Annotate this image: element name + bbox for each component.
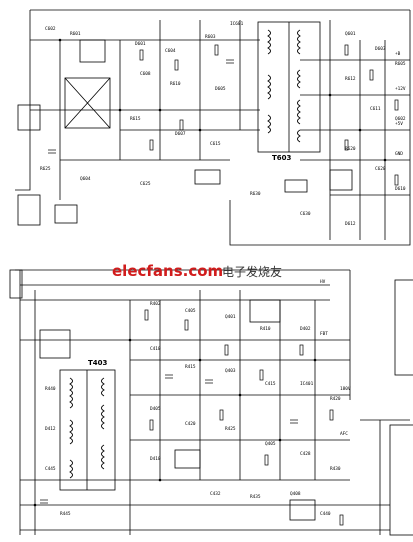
component-label: D402 bbox=[300, 326, 311, 332]
net-label: FBT bbox=[320, 331, 328, 337]
component-label: Q601 bbox=[345, 31, 356, 37]
component-label: C432 bbox=[210, 491, 221, 497]
component-label: Q403 bbox=[225, 368, 236, 374]
t603-coils bbox=[267, 29, 301, 143]
component-label: R430 bbox=[330, 466, 341, 472]
component-label: D410 bbox=[150, 456, 161, 462]
component-label: R435 bbox=[250, 494, 261, 500]
net-label: HV bbox=[320, 279, 326, 285]
transformer-t403-label: T403 bbox=[88, 359, 108, 367]
component-label: D610 bbox=[395, 186, 406, 192]
net-label: +12V bbox=[395, 86, 406, 92]
net-label: +B bbox=[395, 51, 401, 57]
net-label: AFC bbox=[340, 431, 348, 437]
component-label: D603 bbox=[375, 46, 386, 52]
component-label: R601 bbox=[70, 31, 81, 37]
component-label: R612 bbox=[345, 76, 356, 82]
junction-dots bbox=[33, 38, 387, 507]
component-label: D412 bbox=[45, 426, 56, 432]
net-label: 180V bbox=[340, 386, 351, 392]
component-label: C410 bbox=[150, 346, 161, 352]
upper-schematic bbox=[15, 9, 411, 246]
component-label: D405 bbox=[150, 406, 161, 412]
component-label: R440 bbox=[45, 386, 56, 392]
component-label: R415 bbox=[185, 364, 196, 370]
component-label: R420 bbox=[330, 396, 341, 402]
transformer-t603-label: T603 bbox=[272, 154, 292, 162]
component-label: C420 bbox=[185, 421, 196, 427]
component-label: IC601 bbox=[230, 21, 244, 27]
t403-coils bbox=[69, 377, 105, 479]
component-label: D601 bbox=[135, 41, 146, 47]
component-label: C620 bbox=[375, 166, 386, 172]
component-label: C415 bbox=[265, 381, 276, 387]
net-label: GND bbox=[395, 151, 403, 157]
component-label: Q602 bbox=[395, 116, 406, 122]
watermark-site-text: elecfans.com bbox=[112, 262, 223, 280]
component-label: C608 bbox=[140, 71, 151, 77]
component-label: Q405 bbox=[265, 441, 276, 447]
component-label: R620 bbox=[345, 146, 356, 152]
component-label: C602 bbox=[45, 26, 56, 32]
component-label: R410 bbox=[260, 326, 271, 332]
component-label: R402 bbox=[150, 301, 161, 307]
component-label: R610 bbox=[170, 81, 181, 87]
component-label: C630 bbox=[300, 211, 311, 217]
component-label: C611 bbox=[370, 106, 381, 112]
watermark-tagline-text: 电子发烧友 bbox=[222, 264, 282, 279]
component-label: R425 bbox=[225, 426, 236, 432]
component-label: C440 bbox=[320, 511, 331, 517]
component-label: C604 bbox=[165, 48, 176, 54]
net-labels: +B +12V +5V GND HV FBT 180V AFC bbox=[320, 51, 406, 437]
component-label: R445 bbox=[60, 511, 71, 517]
component-label: C615 bbox=[210, 141, 221, 147]
component-label: IC401 bbox=[300, 381, 314, 387]
net-label: +5V bbox=[395, 121, 403, 127]
component-label: D605 bbox=[215, 86, 226, 92]
component-glyphs bbox=[40, 44, 399, 526]
component-label: D612 bbox=[345, 221, 356, 227]
component-label: R615 bbox=[130, 116, 141, 122]
component-label: Q604 bbox=[80, 176, 91, 182]
component-label: C625 bbox=[140, 181, 151, 187]
component-label: D607 bbox=[175, 131, 186, 137]
component-label: R625 bbox=[40, 166, 51, 172]
component-label: C445 bbox=[45, 466, 56, 472]
component-label: R603 bbox=[205, 34, 216, 40]
component-label: Q401 bbox=[225, 314, 236, 320]
component-label: C428 bbox=[300, 451, 311, 457]
component-label: R630 bbox=[250, 191, 261, 197]
component-label: Q408 bbox=[290, 491, 301, 497]
component-label: R605 bbox=[395, 61, 406, 67]
component-label: C405 bbox=[185, 308, 196, 314]
elecfans-watermark: elecfans.com 电子发烧友 bbox=[112, 262, 282, 280]
